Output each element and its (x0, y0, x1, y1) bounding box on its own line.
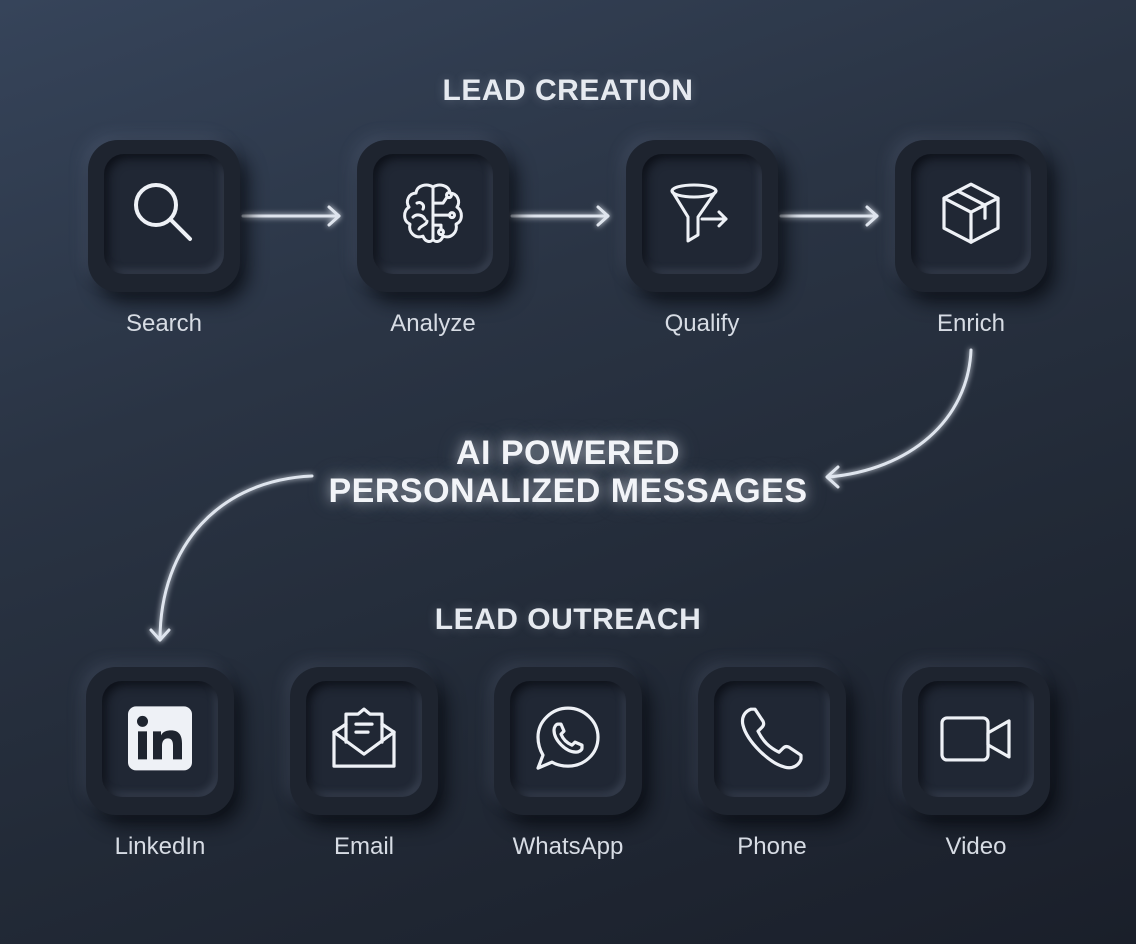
channel-linkedin[interactable] (86, 667, 234, 815)
channel-phone-inset (714, 681, 830, 797)
lead-outreach-heading: LEAD OUTREACH (434, 603, 702, 636)
channel-video-inset (918, 681, 1034, 797)
whatsapp-icon (536, 706, 600, 770)
email-icon (332, 707, 396, 768)
video-icon (940, 716, 1011, 762)
channel-email-inset (306, 681, 422, 797)
arrow-analyze-to-qualify (510, 205, 610, 227)
step-search-inset (104, 154, 224, 274)
ai-personalized-messages-heading: AI POWERED PERSONALIZED MESSAGES (0, 434, 1136, 510)
channel-whatsapp[interactable] (494, 667, 642, 815)
ai-heading-line2: PERSONALIZED MESSAGES (328, 472, 808, 510)
step-qualify-inset (642, 154, 762, 274)
phone-icon (740, 707, 803, 770)
step-search-label: Search (125, 310, 203, 337)
box-icon (942, 182, 1000, 244)
arrow-search-to-analyze (241, 205, 341, 227)
step-qualify-label: Qualify (664, 310, 740, 337)
channel-video[interactable] (902, 667, 1050, 815)
step-enrich[interactable] (895, 140, 1047, 292)
channel-linkedin-label: LinkedIn (114, 833, 206, 860)
step-analyze[interactable] (357, 140, 509, 292)
brain-icon (403, 183, 463, 244)
arrow-qualify-to-enrich (779, 205, 879, 227)
search-icon (134, 182, 192, 241)
channel-whatsapp-label: WhatsApp (512, 833, 624, 860)
step-qualify[interactable] (626, 140, 778, 292)
ai-heading-line1: AI POWERED (455, 434, 681, 472)
linkedin-icon (128, 706, 192, 771)
step-enrich-label: Enrich (936, 310, 1006, 337)
funnel-icon (670, 183, 728, 243)
channel-email[interactable] (290, 667, 438, 815)
channel-phone[interactable] (698, 667, 846, 815)
step-analyze-label: Analyze (390, 310, 476, 337)
lead-creation-heading: LEAD CREATION (442, 74, 694, 107)
step-search[interactable] (88, 140, 240, 292)
channel-email-label: Email (333, 833, 394, 860)
channel-phone-label: Phone (737, 833, 807, 860)
channel-whatsapp-inset (510, 681, 626, 797)
channel-video-label: Video (945, 833, 1007, 860)
